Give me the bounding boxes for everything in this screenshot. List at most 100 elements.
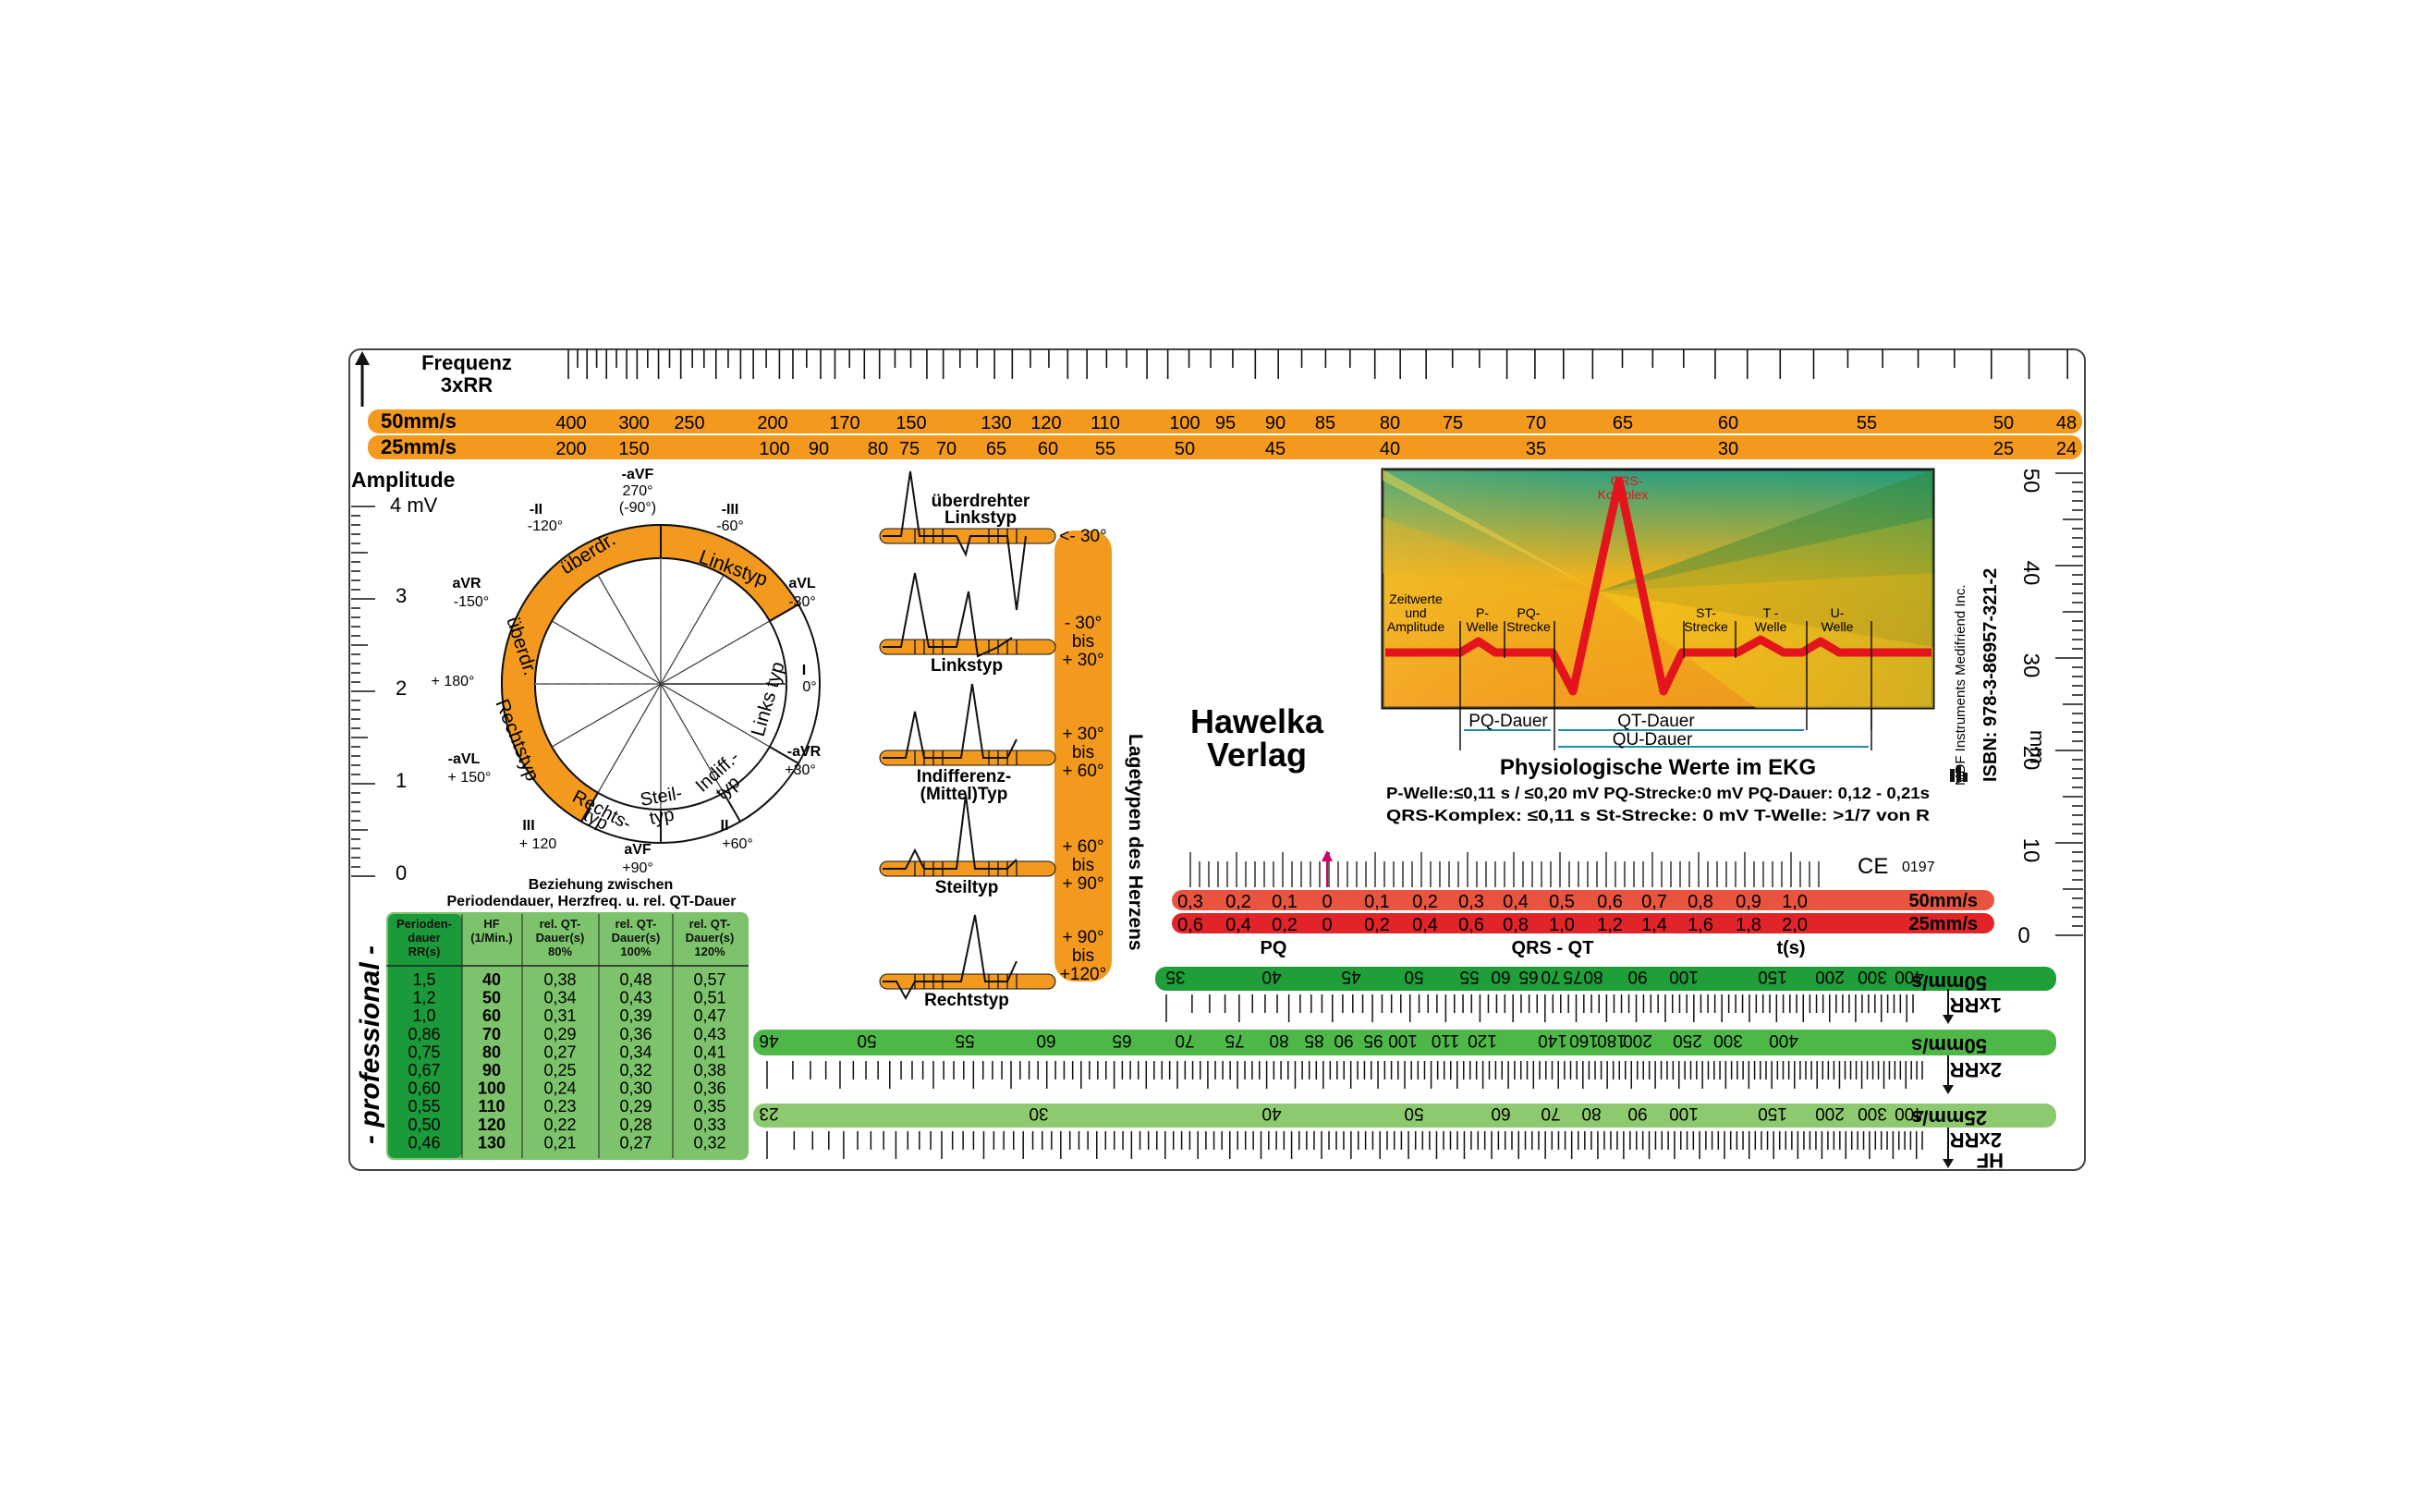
rr2b-tag: 2xRR [1950,1128,2002,1152]
svg-text:ST-: ST- [1696,605,1716,620]
table-cell: 0,30 [619,1079,652,1098]
band-25-value: 90 [809,439,829,459]
svg-text:0°: 0° [802,679,816,695]
table-header: RR(s) [408,945,441,958]
rr2a-value: 120 [1468,1030,1497,1050]
rr1-value: 50 [1404,967,1423,986]
ce-number: 0197 [1902,860,1935,875]
rr1-value: 150 [1758,967,1787,986]
band-50-value: 400 [555,413,586,433]
table-cell: 0,32 [619,1061,652,1079]
type-label-linkstyp-a: Linkstyp [944,508,1017,528]
ts-label: t(s) [1776,938,1805,958]
mm-label: 0 [2017,923,2029,948]
marker-arrow-icon [1322,850,1333,861]
table-cell: 130 [478,1133,506,1152]
type-wave [883,470,1027,611]
rr2b-value: 200 [1815,1104,1845,1123]
amplitude-label-3: 3 [396,584,407,607]
svg-text:-III: -III [722,502,739,518]
svg-text:-120°: -120° [528,518,563,534]
amplitude-label-2: 2 [396,677,407,700]
band-25-value: 25 [1993,439,2014,459]
rr1-value: 60 [1491,967,1510,986]
range-text: +120° [1060,965,1106,984]
rr2b-value: 300 [1858,1104,1887,1123]
mm-label: 30 [2018,653,2043,678]
band-25-value: 40 [1380,439,1400,459]
svg-text:II: II [721,818,729,834]
table-cell: 0,50 [408,1116,440,1134]
svg-text:III: III [522,818,534,834]
table-cell: 120 [478,1116,506,1134]
time-50-value: 0,2 [1412,892,1438,912]
rr2a-value: 250 [1673,1030,1702,1050]
ce-mark: CE [1858,854,1888,879]
time-25-value: 1,0 [1549,915,1575,935]
table-cell: 0,60 [408,1079,440,1098]
range-text: + 60° [1062,762,1103,781]
type-label-linkstyp: Linkstyp [931,656,1003,676]
table-cell: 0,36 [693,1079,725,1098]
svg-text:+ 150°: + 150° [448,770,492,786]
rr1-speed: 50mm/s [1911,971,1987,994]
ranges-bar [1054,530,1112,982]
time-25-value: 0,8 [1503,915,1529,935]
table-cell: 0,33 [693,1116,725,1134]
band-50-value: 95 [1215,413,1236,433]
range-text: + 90° [1062,874,1103,894]
table-cell: 0,27 [619,1133,652,1152]
rr1-value: 80 [1583,967,1602,986]
band-50-value: 100 [1169,413,1200,433]
range-text: + 30° [1062,725,1103,744]
table-cell: 40 [482,970,501,989]
type-strip [879,528,1056,544]
band-25-value: 24 [2056,439,2077,459]
rr2a-value: 180 [1597,1030,1627,1050]
range-text: + 60° [1062,837,1103,857]
time-50-value: 0,5 [1549,892,1575,912]
rr1-value: 90 [1627,967,1647,986]
band-50-value: 90 [1265,413,1286,433]
table-cell: 0,34 [543,989,576,1007]
table-header: 80% [548,945,572,958]
table-cell: 0,55 [408,1097,440,1116]
rr2b-value: 40 [1261,1104,1281,1123]
mm-label: 40 [2018,561,2043,586]
pq-dauer-label: PQ-Dauer [1468,712,1548,731]
type-strip [879,973,1056,990]
qu-dauer-label: QU-Dauer [1613,730,1693,750]
rr2a-value: 85 [1304,1030,1323,1050]
physio-title: Physiologische Werte im EKG [1500,755,1816,780]
svg-text:aVR: aVR [452,576,481,591]
range-text: - 30° [1065,614,1102,633]
band-25-value: 50 [1175,439,1195,459]
range-text: bis [1072,632,1094,652]
rr2a-value: 65 [1112,1030,1131,1050]
ekg-diagram: QRS- Komplex Zeitwerte und Amplitude P- … [1381,468,1935,824]
arrow-up-icon [355,351,370,365]
rr2a-value: 90 [1334,1030,1353,1050]
time-50-value: 0,3 [1177,892,1203,912]
range-text: bis [1072,856,1094,875]
hf-tag: HF [1977,1149,2004,1172]
table-cell: 1,0 [412,1006,435,1025]
rr1-value: 70 [1541,967,1560,986]
band-50-value: 170 [829,413,859,433]
type-wave [883,572,1013,658]
table-cell: 100 [478,1079,506,1098]
band-25-value: 70 [936,439,957,459]
svg-text:aVF: aVF [624,842,652,858]
svg-text:typ: typ [648,805,676,829]
band-25-value: 150 [618,439,649,459]
rr2b-value: 80 [1581,1104,1601,1123]
rr2a-value: 80 [1269,1030,1288,1050]
band-25-value: 60 [1038,439,1058,459]
arrow-down-icon [1943,1015,1954,1024]
publisher-line-2: Verlag [1207,736,1307,774]
table-cell: 0,22 [543,1116,576,1134]
band-50-value: 300 [618,413,649,433]
time-25-value: 0 [1322,915,1332,935]
